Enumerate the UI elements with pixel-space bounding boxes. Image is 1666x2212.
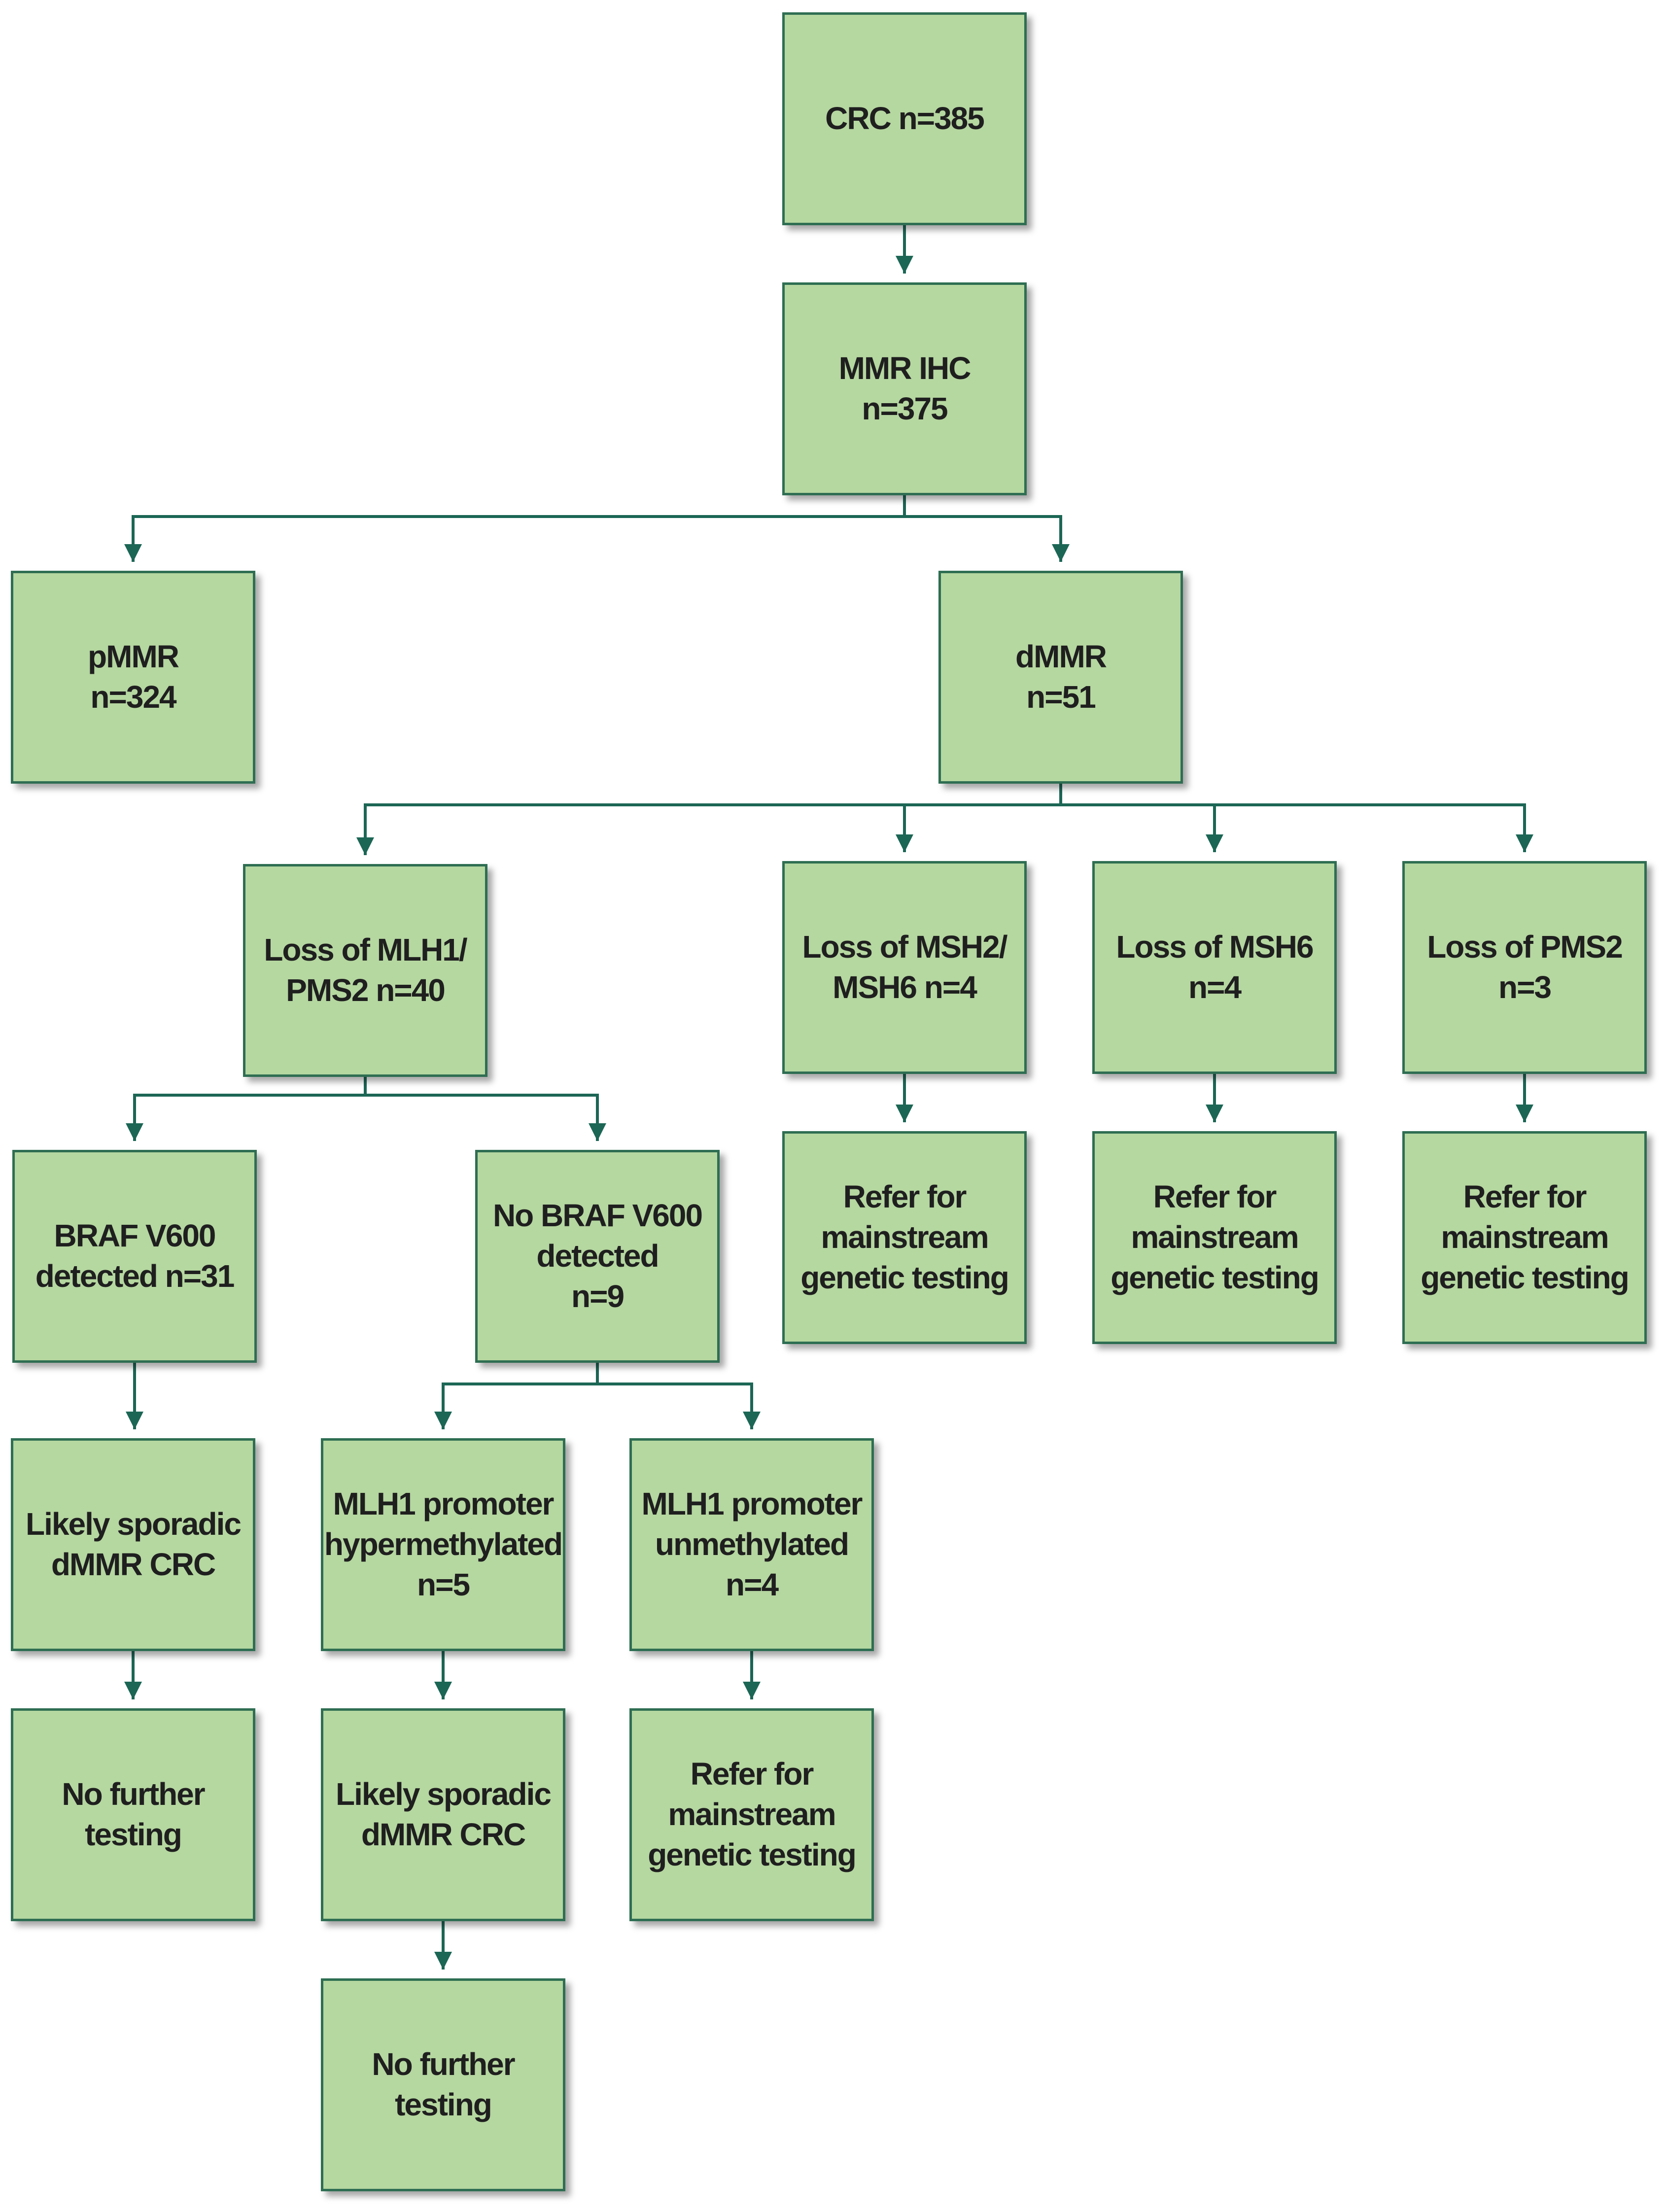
node-likely-sporadic-2-label: Likely sporadic dMMR CRC: [336, 1776, 552, 1852]
edge-mmr-ihc-to-pmmr: [124, 495, 906, 562]
edge-mlh1-to-braf: [126, 1077, 367, 1141]
node-no-further-1: No further testing: [11, 1708, 255, 1921]
edge-mmr-ihc-to-dmmr: [904, 515, 1070, 562]
node-no-further-1-label: No further testing: [62, 1776, 205, 1852]
node-loss-mlh1-pms2-label: Loss of MLH1/ PMS2 n=40: [264, 932, 467, 1008]
node-dmmr: dMMR n=51: [938, 571, 1183, 784]
edge-dmmr-to-loss-mlh1: [356, 784, 1062, 855]
node-braf-detected-label: BRAF V600 detected n=31: [35, 1218, 235, 1294]
node-refer-msh2-msh6-label: Refer for mainstream genetic testing: [800, 1179, 1009, 1295]
node-mlh1-hypermethylated: MLH1 promoter hypermethylated n=5: [321, 1438, 565, 1651]
node-refer-msh6-label: Refer for mainstream genetic testing: [1111, 1179, 1319, 1295]
node-loss-mlh1-pms2: Loss of MLH1/ PMS2 n=40: [243, 864, 487, 1077]
node-loss-msh6-label: Loss of MSH6 n=4: [1116, 929, 1314, 1005]
node-mmr-ihc-label: MMR IHC n=375: [838, 350, 972, 426]
node-refer-unmethylated-label: Refer for mainstream genetic testing: [648, 1756, 857, 1872]
node-no-further-2-label: No further testing: [372, 2046, 515, 2122]
edge-no-braf-to-hyper: [434, 1363, 599, 1429]
node-refer-unmethylated: Refer for mainstream genetic testing: [629, 1708, 874, 1921]
node-refer-pms2-label: Refer for mainstream genetic testing: [1421, 1179, 1630, 1295]
node-loss-pms2-label: Loss of PMS2 n=3: [1427, 929, 1623, 1005]
node-likely-sporadic-2: Likely sporadic dMMR CRC: [321, 1708, 565, 1921]
node-likely-sporadic-1: Likely sporadic dMMR CRC: [11, 1438, 255, 1651]
node-likely-sporadic-1-label: Likely sporadic dMMR CRC: [26, 1506, 242, 1582]
node-refer-msh2-msh6: Refer for mainstream genetic testing: [782, 1131, 1027, 1344]
node-refer-pms2: Refer for mainstream genetic testing: [1402, 1131, 1647, 1344]
node-loss-msh2-msh6: Loss of MSH2/ MSH6 n=4: [782, 861, 1027, 1074]
node-braf-detected: BRAF V600 detected n=31: [12, 1150, 257, 1363]
node-mmr-ihc: MMR IHC n=375: [782, 282, 1027, 495]
node-loss-msh2-msh6-label: Loss of MSH2/ MSH6 n=4: [802, 929, 1008, 1005]
node-loss-pms2: Loss of PMS2 n=3: [1402, 861, 1647, 1074]
node-crc: CRC n=385: [782, 12, 1027, 225]
node-dmmr-label: dMMR n=51: [1015, 639, 1107, 715]
node-mlh1-hypermethylated-label: MLH1 promoter hypermethylated n=5: [324, 1486, 563, 1602]
node-crc-label: CRC n=385: [825, 101, 985, 137]
node-pmmr: pMMR n=324: [11, 571, 255, 784]
node-mlh1-unmethylated-label: MLH1 promoter unmethylated n=4: [641, 1486, 863, 1602]
node-no-braf: No BRAF V600 detected n=9: [475, 1150, 720, 1363]
edge-mlh1-to-no-braf: [365, 1094, 606, 1141]
node-no-further-2: No further testing: [321, 1978, 565, 2191]
edge-dmmr-to-loss-msh6: [1061, 803, 1223, 852]
edge-dmmr-to-loss-pms2: [1215, 803, 1533, 852]
node-loss-msh6: Loss of MSH6 n=4: [1092, 861, 1337, 1074]
edge-no-braf-to-unmeth: [597, 1382, 761, 1429]
node-pmmr-label: pMMR n=324: [88, 639, 179, 715]
node-mlh1-unmethylated: MLH1 promoter unmethylated n=4: [629, 1438, 874, 1651]
node-refer-msh6: Refer for mainstream genetic testing: [1092, 1131, 1337, 1344]
node-no-braf-label: No BRAF V600 detected n=9: [492, 1198, 703, 1314]
